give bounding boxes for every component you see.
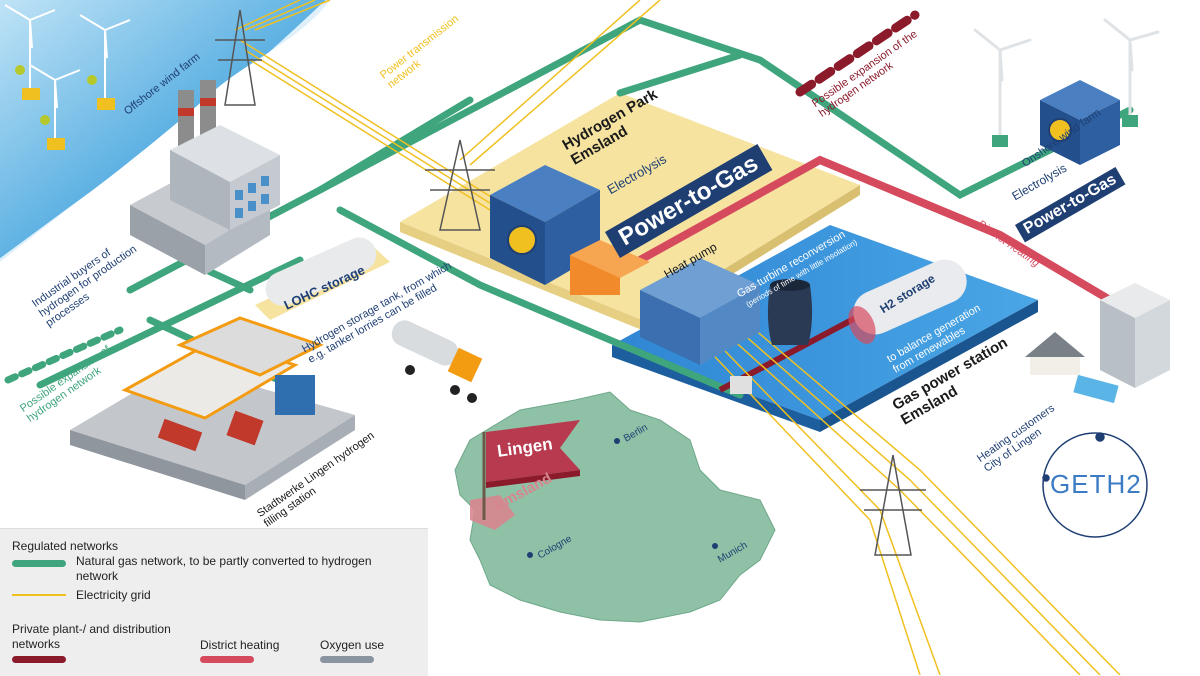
- h2-storage-tank: [848, 259, 967, 344]
- filling-station: [70, 316, 355, 500]
- legend-heading-regulated: Regulated networks: [12, 539, 119, 553]
- legend-swatch-oxygen: [320, 656, 374, 663]
- pylons: [215, 9, 926, 556]
- lingen-flag: [486, 420, 580, 482]
- district-heating-line: [638, 155, 1113, 304]
- industrial-plant: [130, 80, 280, 275]
- electrolysis-building: [490, 165, 650, 295]
- onshore-electrolysis-building: [1040, 80, 1120, 165]
- legend-swatch-district-heating: [200, 656, 254, 663]
- legend-swatch-gas: [12, 560, 66, 567]
- apartment-building: [1100, 283, 1170, 388]
- onshore-turbines: [973, 18, 1160, 142]
- geth2-logo: GETH2: [1050, 469, 1142, 499]
- legend: Regulated networks Natural gas network, …: [0, 528, 428, 676]
- gas-turbine-building: [640, 258, 813, 394]
- legend-electricity: Electricity grid: [76, 588, 151, 602]
- house: [1025, 332, 1119, 404]
- legend-swatch-private: [12, 656, 66, 663]
- legend-district-heating: District heating: [200, 638, 280, 652]
- geth2-logo-mark: [1042, 432, 1148, 538]
- lohc-tank: [255, 237, 390, 320]
- tanker-truck: [391, 320, 483, 403]
- legend-heading-private: Private plant-/ and distribution network…: [12, 622, 171, 651]
- offshore-turbines: [4, 4, 131, 140]
- legend-oxygen: Oxygen use: [320, 638, 385, 652]
- sea: [0, 0, 330, 262]
- legend-natural-gas: Natural gas network, to be partly conver…: [76, 554, 372, 583]
- legend-swatch-electricity: [12, 594, 66, 596]
